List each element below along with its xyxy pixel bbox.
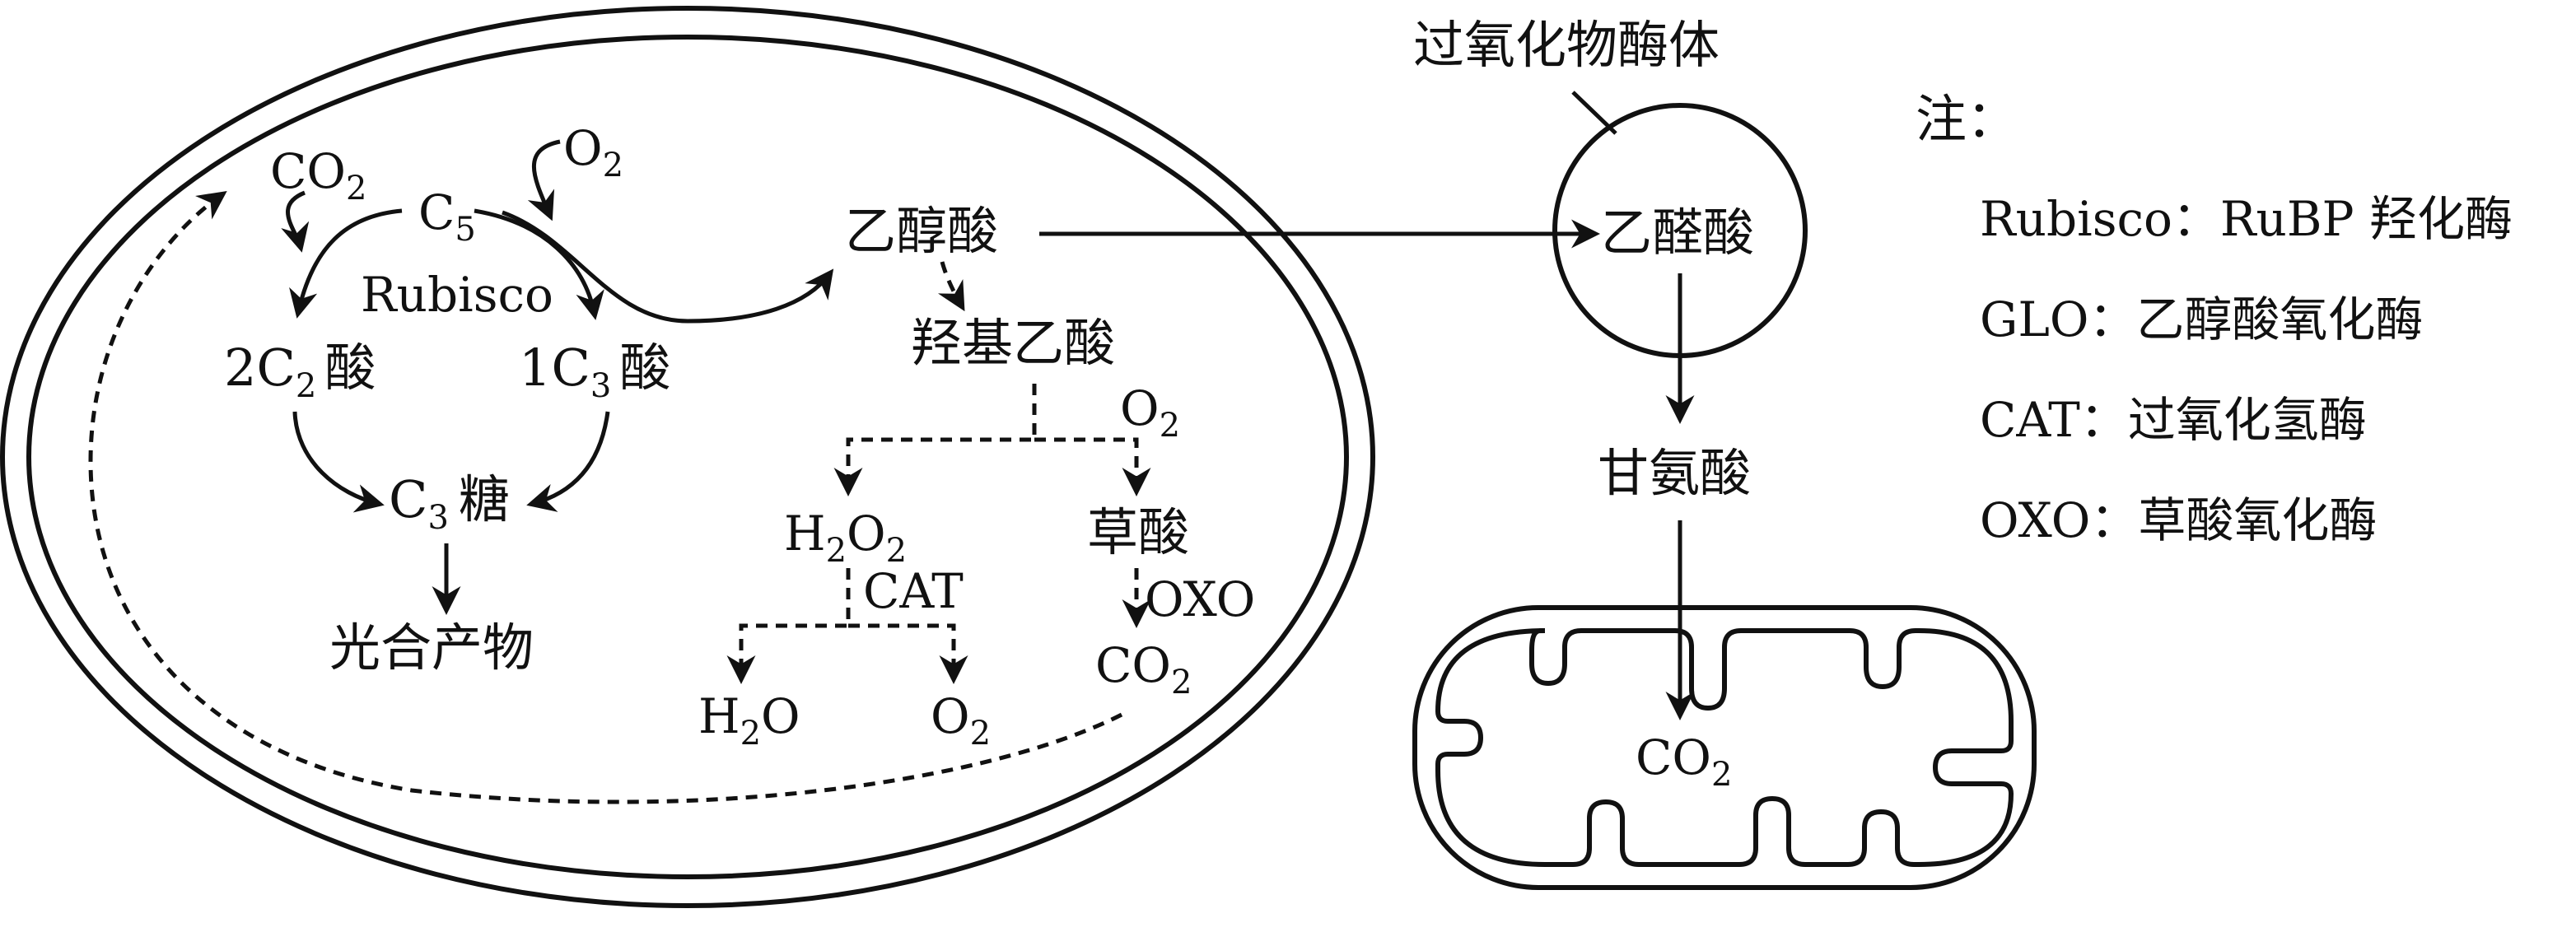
cat-enzyme-label: CAT <box>863 563 964 619</box>
hydroxyacetic-acid-label: 羟基乙酸 <box>911 313 1115 373</box>
glyoxylate-label: 乙醛酸 <box>1601 203 1754 263</box>
o2-mid-label: O2 <box>1120 380 1180 445</box>
legend: 注： Rubisco：RuBP 羟化酶 GLO：乙醇酸氧化酶 CAT：过氧化氢酶… <box>1916 89 2513 548</box>
chloroplast-inner-membrane <box>26 35 1349 879</box>
arrow-c2acid-to-c3sugar <box>292 411 385 513</box>
mitochondrion-outer-membrane <box>1412 605 2037 890</box>
co2-right-label: CO2 <box>1095 637 1192 701</box>
peroxisome: 过氧化物酶体 乙醛酸 <box>1413 15 1808 424</box>
arrow-c5-to-c2acid <box>289 208 403 319</box>
arrow-o2-into-c5 <box>527 139 561 221</box>
arrow-c3acid-to-c3sugar <box>526 411 610 512</box>
arrow-to-h2o <box>726 568 851 684</box>
rubisco-label: Rubisco <box>361 267 553 323</box>
legend-item-rubisco: Rubisco：RuBP 羟化酶 <box>1980 191 2513 247</box>
glycine-label: 甘氨酸 <box>1598 443 1751 503</box>
chloroplast-outer-membrane <box>0 6 1375 908</box>
glycolate-label: 乙醇酸 <box>845 201 998 261</box>
arrow-glycolate-to-hydroxy <box>937 261 965 312</box>
arrow-co2-into-c5 <box>281 190 310 253</box>
mitochondrion-co2-label: CO2 <box>1636 729 1732 794</box>
dashed-co2-recycle-arrow <box>88 190 1123 804</box>
co2-left-label: CO2 <box>270 143 366 207</box>
h2o2-label: H2O2 <box>784 506 907 570</box>
arrow-to-h2o2 <box>833 384 1037 496</box>
legend-item-cat: CAT：过氧化氢酶 <box>1980 392 2367 448</box>
oxo-enzyme-label: OXO <box>1145 571 1255 627</box>
photosynthetic-product-label: 光合产物 <box>329 617 534 678</box>
legend-item-glo: GLO：乙醇酸氧化酶 <box>1980 291 2423 347</box>
c5-label: C5 <box>418 184 476 249</box>
mitochondrion-inner-membrane-cristae <box>1435 628 2014 867</box>
arrow-to-o2-bottom <box>848 623 968 684</box>
arrow-to-oxalate <box>1034 437 1151 496</box>
oxalate-label: 草酸 <box>1087 502 1189 562</box>
arrow-to-glycolate <box>502 210 834 324</box>
o2-top-label: O2 <box>563 120 623 184</box>
legend-heading: 注： <box>1916 89 2018 149</box>
h2o-label: H2O <box>698 688 800 753</box>
legend-item-oxo: OXO：草酸氧化酶 <box>1980 492 2377 548</box>
o2-bottom-label: O2 <box>931 688 991 753</box>
arrow-c5-to-c3acid <box>474 208 604 320</box>
mitochondrion: CO2 <box>1412 605 2037 890</box>
peroxisome-title: 过氧化物酶体 <box>1413 15 1720 75</box>
